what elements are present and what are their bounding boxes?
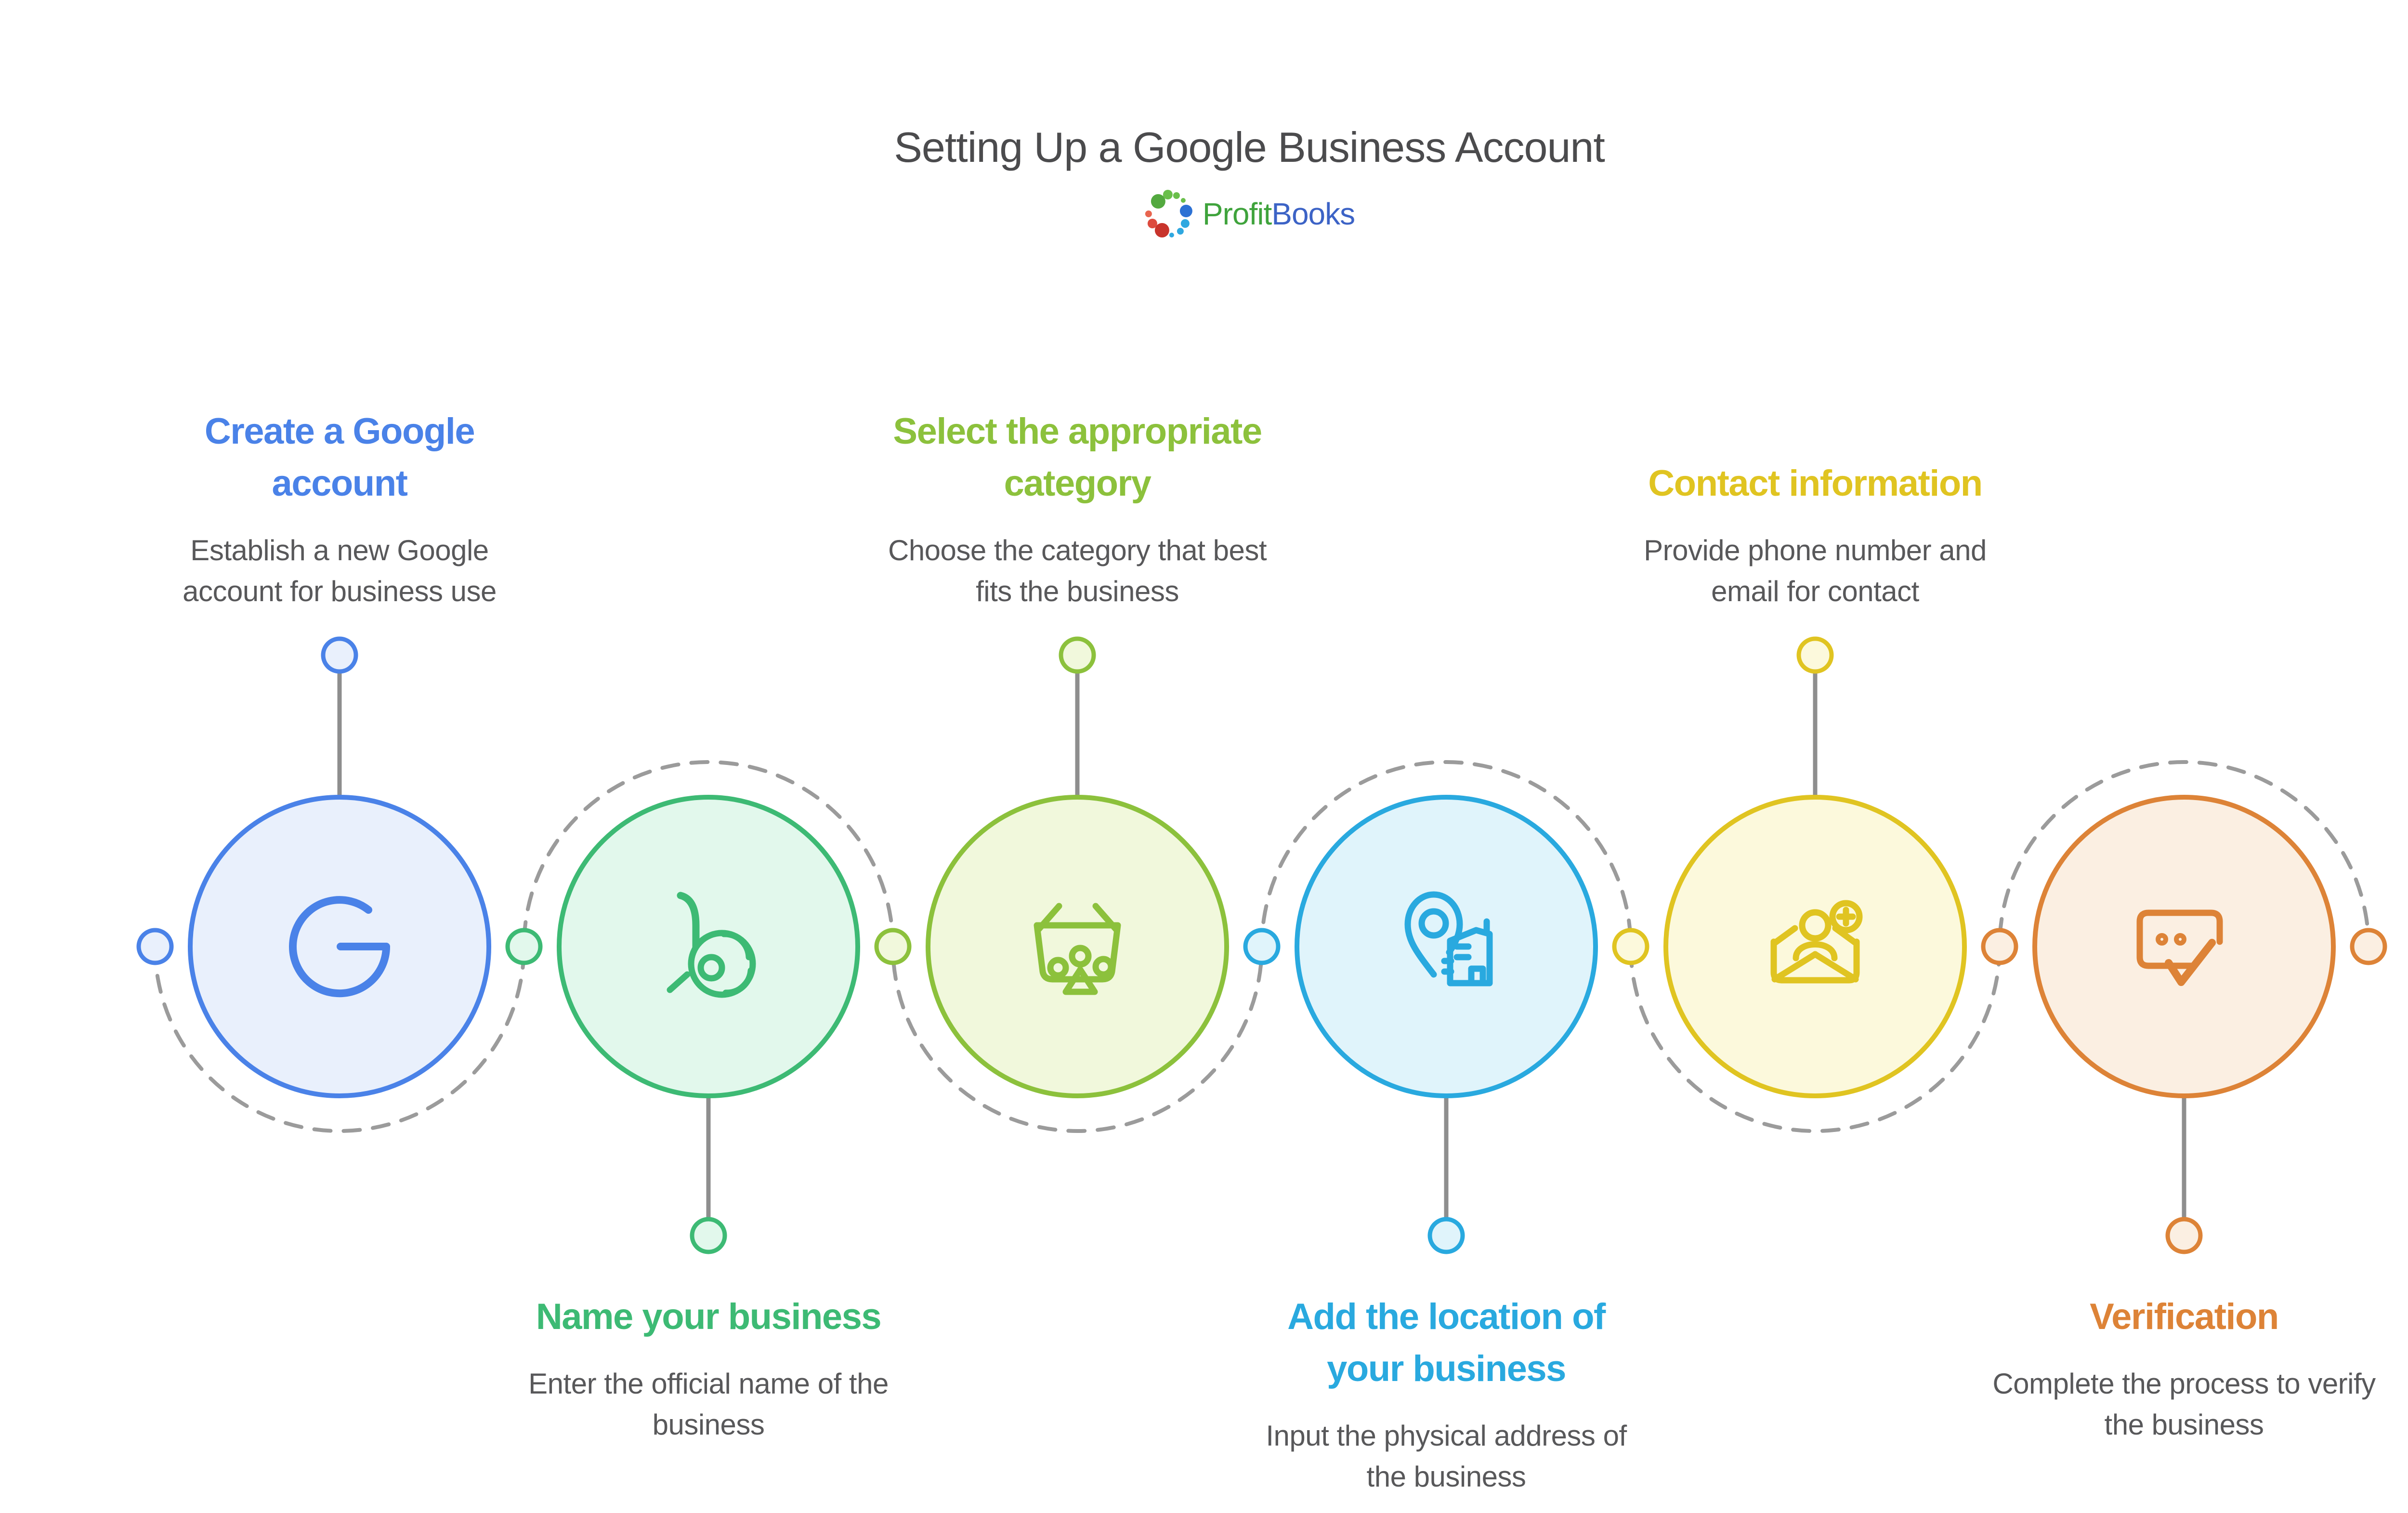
logo-wordmark: ProfitBooks bbox=[1203, 198, 1355, 229]
connector-dot-7 bbox=[2350, 928, 2387, 965]
logo-profit: Profit bbox=[1202, 197, 1272, 231]
step-2-stem-dot bbox=[690, 1217, 727, 1254]
step-4-text: Add the location of your business Input … bbox=[1220, 1291, 1673, 1497]
location-pin-building-icon bbox=[1404, 891, 1493, 987]
contact-email-icon bbox=[1770, 900, 1863, 984]
profitbooks-logo: ProfitBooks bbox=[1144, 189, 1355, 239]
profitbooks-logo-icon bbox=[1145, 190, 1192, 237]
step-4-stem-dot bbox=[1427, 1217, 1465, 1254]
profitbooks-b-icon bbox=[667, 892, 756, 998]
step-6-circle bbox=[2032, 795, 2336, 1098]
category-basket-icon bbox=[1034, 903, 1121, 995]
step-2-text: Name your business Enter the official na… bbox=[482, 1291, 935, 1445]
connector-dot-5 bbox=[1612, 928, 1649, 965]
step-4-circle bbox=[1295, 795, 1598, 1098]
step-5-title: Contact information bbox=[1648, 462, 1983, 504]
verification-check-icon bbox=[2136, 909, 2223, 986]
step-6-stem-dot bbox=[2165, 1217, 2203, 1254]
step-1-description: Establish a new Google account for busin… bbox=[183, 534, 497, 607]
page-title: Setting Up a Google Business Account bbox=[894, 123, 1605, 171]
connector-dot-4 bbox=[1243, 928, 1281, 965]
step-2-description: Enter the official name of the business bbox=[528, 1367, 889, 1441]
step-5-text: Contact information Provide phone number… bbox=[1589, 395, 2042, 612]
step-3-stem-dot bbox=[1059, 636, 1096, 674]
step-5-description: Provide phone number and email for conta… bbox=[1644, 534, 1987, 607]
connector-dots bbox=[136, 928, 2387, 965]
step-1-stem-dot bbox=[321, 636, 358, 674]
connector-dot-3 bbox=[874, 928, 912, 965]
step-6-title: Verification bbox=[2090, 1296, 2279, 1337]
step-3-title: Select the appropriate category bbox=[893, 410, 1262, 504]
google-g-icon bbox=[289, 896, 390, 998]
step-1-text: Create a Google account Establish a new … bbox=[113, 395, 566, 612]
logo-books: Books bbox=[1271, 197, 1355, 231]
step-2-title: Name your business bbox=[536, 1296, 882, 1337]
step-4-title: Add the location of your business bbox=[1287, 1296, 1606, 1389]
connector-dot-2 bbox=[505, 928, 543, 965]
connector-dot-6 bbox=[1981, 928, 2018, 965]
step-3-description: Choose the category that best fits the b… bbox=[888, 534, 1267, 607]
step-1-title: Create a Google account bbox=[204, 410, 475, 504]
step-4-description: Input the physical address of the busine… bbox=[1266, 1419, 1627, 1493]
connector-dot-1 bbox=[136, 928, 174, 965]
step-6-description: Complete the process to verify the busin… bbox=[1992, 1367, 2376, 1441]
step-6-text: Verification Complete the process to ver… bbox=[1958, 1291, 2408, 1445]
step-5-stem-dot bbox=[1796, 636, 1834, 674]
step-3-text: Select the appropriate category Choose t… bbox=[851, 395, 1304, 612]
